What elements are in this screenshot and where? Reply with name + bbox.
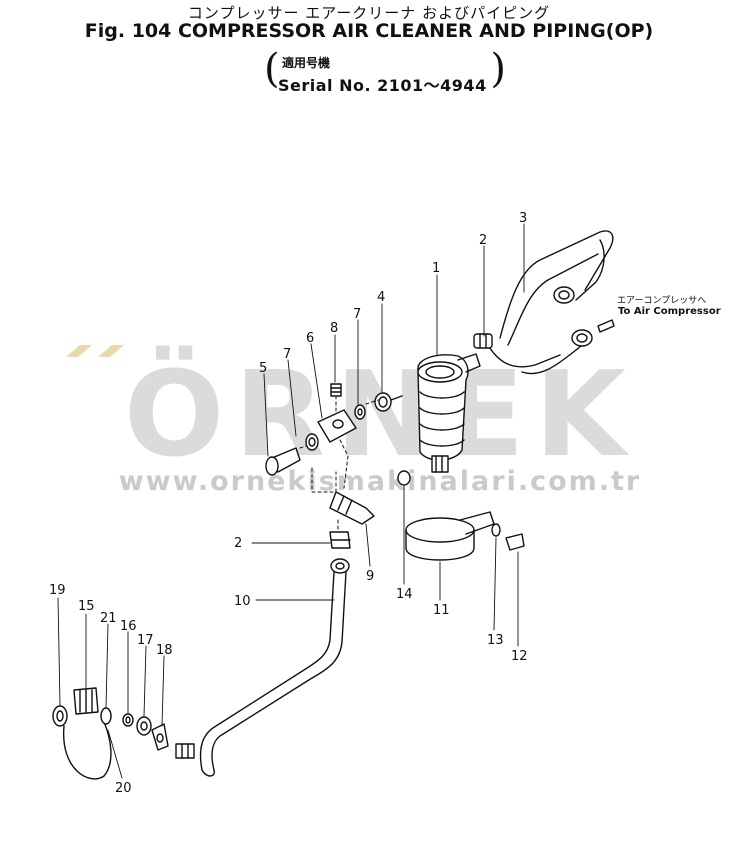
nut-14 bbox=[397, 470, 411, 486]
callout-2-lower: 2 bbox=[234, 536, 242, 551]
watermark-accent-left bbox=[66, 345, 92, 357]
pipe-end-fitting bbox=[175, 743, 195, 759]
callout-14: 14 bbox=[396, 587, 413, 602]
hex-nut-4 bbox=[374, 392, 403, 412]
callout-1: 1 bbox=[432, 261, 440, 276]
callout-7-right: 7 bbox=[353, 307, 361, 322]
o-ring-16 bbox=[122, 713, 134, 727]
elbow-fitting-upper bbox=[473, 333, 493, 349]
washer-13 bbox=[491, 523, 501, 537]
callout-9: 9 bbox=[366, 569, 374, 584]
callout-4: 4 bbox=[377, 290, 385, 305]
to-compressor-note-japanese: エアーコンプレッサへ bbox=[617, 296, 707, 306]
figure-title-japanese: コンプレッサー エアークリーナ およびパイピング bbox=[187, 4, 551, 22]
callout-18: 18 bbox=[156, 643, 173, 658]
air-cleaner-body bbox=[417, 353, 481, 473]
pressure-switch-9 bbox=[329, 491, 375, 525]
callout-7-left: 7 bbox=[283, 347, 291, 362]
washer-7-right bbox=[354, 404, 366, 420]
elbow-fitting-lower bbox=[329, 531, 351, 549]
connector-block-6 bbox=[317, 409, 357, 443]
bolt-12 bbox=[505, 533, 525, 551]
callout-3: 3 bbox=[519, 211, 527, 226]
pipe-nut-upper bbox=[553, 286, 575, 304]
ring-19 bbox=[52, 705, 68, 727]
watermark-url: www.ornekismakinalari.com.tr bbox=[118, 466, 642, 497]
to-compressor-arrow bbox=[597, 319, 615, 333]
right-paren-glyph: ) bbox=[490, 46, 506, 92]
callout-5: 5 bbox=[259, 361, 267, 376]
watermark-accent bbox=[66, 345, 124, 357]
to-compressor-note: To Air Compressor bbox=[618, 306, 721, 317]
figure-title: Fig. 104 COMPRESSOR AIR CLEANER AND PIPI… bbox=[84, 20, 654, 42]
callout-numbers: 1 2 3 4 5 6 7 7 8 9 10 11 12 13 14 15 16… bbox=[49, 211, 528, 796]
split-pin-21 bbox=[100, 707, 112, 725]
callout-20: 20 bbox=[115, 781, 132, 796]
pipe-3 bbox=[487, 230, 614, 375]
watermark-accent-right bbox=[98, 345, 124, 357]
watermark-logo-text: ÖRNEK bbox=[124, 345, 636, 483]
callout-15: 15 bbox=[78, 599, 95, 614]
serial-label-japanese: 適用号機 bbox=[282, 56, 331, 70]
banjo-bolt-5 bbox=[265, 447, 301, 476]
mounting-band-11 bbox=[405, 511, 495, 561]
left-paren-glyph: ( bbox=[264, 46, 280, 92]
chain-loop-20 bbox=[63, 721, 112, 780]
callout-2-upper: 2 bbox=[479, 233, 487, 248]
pipe-10 bbox=[199, 558, 350, 777]
serial-range-block: ( 適用号機 Serial No. 2101～4944 ) bbox=[264, 46, 506, 96]
callout-8: 8 bbox=[330, 321, 338, 336]
assembly-guide-lines bbox=[299, 395, 379, 531]
pipe-nut-lower bbox=[571, 329, 593, 347]
cock-18 bbox=[151, 723, 169, 751]
callout-12: 12 bbox=[511, 649, 528, 664]
callout-6: 6 bbox=[306, 331, 314, 346]
plug-8 bbox=[330, 383, 342, 397]
callout-16: 16 bbox=[120, 619, 137, 634]
washer-17 bbox=[136, 716, 152, 736]
callout-10: 10 bbox=[234, 594, 251, 609]
callout-leader-lines bbox=[57, 223, 525, 779]
callout-17: 17 bbox=[137, 633, 154, 648]
serial-range: Serial No. 2101～4944 bbox=[278, 76, 487, 95]
callout-11: 11 bbox=[433, 603, 450, 618]
callout-19: 19 bbox=[49, 583, 66, 598]
drain-cap-15 bbox=[73, 687, 99, 715]
callout-21: 21 bbox=[100, 611, 117, 626]
washer-7-left bbox=[305, 433, 319, 451]
callout-13: 13 bbox=[487, 633, 504, 648]
